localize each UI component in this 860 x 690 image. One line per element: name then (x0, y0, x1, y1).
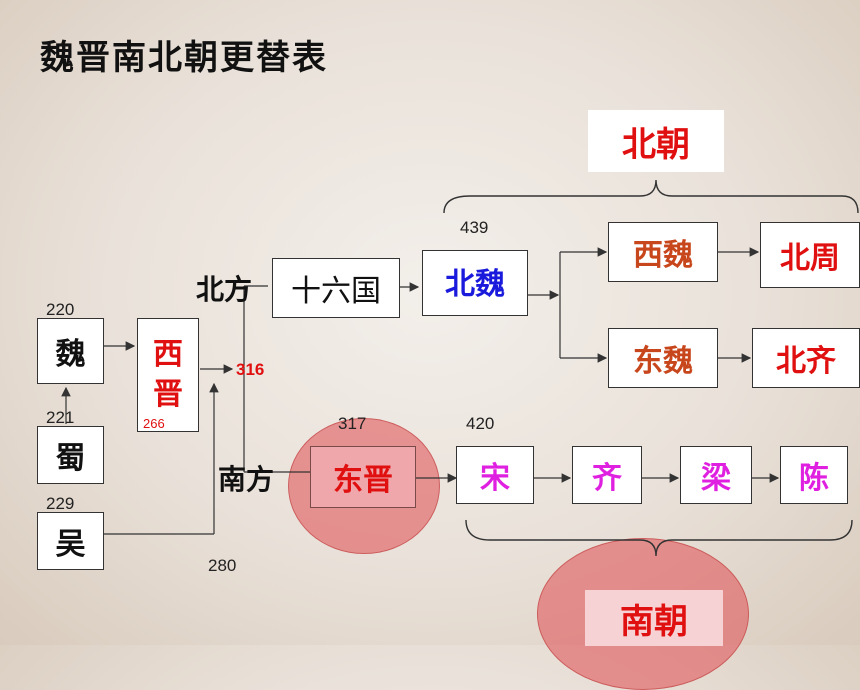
state-wei: 魏 (37, 318, 104, 384)
beichao-label: 北朝 (588, 110, 724, 172)
state-xijin-char1: 西 (153, 337, 183, 372)
year-beiwei: 439 (460, 218, 489, 237)
year-dongjin: 317 (338, 414, 367, 433)
state-chen: 陈 (780, 446, 848, 504)
state-wu: 吴 (37, 512, 104, 570)
year-xijin: 266 (143, 416, 165, 431)
year-song: 420 (466, 414, 495, 433)
year-wu-end: 280 (208, 556, 237, 575)
state-liang: 梁 (680, 446, 752, 504)
state-shu: 蜀 (37, 426, 104, 484)
state-shiliuguo: 十六国 (272, 258, 400, 318)
state-beiwei: 北魏 (422, 250, 528, 316)
state-xiwei: 西魏 (608, 222, 718, 282)
state-dongjin: 东晋 (310, 446, 416, 508)
year-shu: 221 (46, 408, 75, 427)
state-beizhou: 北周 (760, 222, 860, 288)
north-region-label: 北方 (196, 273, 253, 306)
page-title: 魏晋南北朝更替表 (40, 38, 328, 78)
nanchao-label: 南朝 (585, 590, 723, 646)
state-xijin-char2: 晋 (153, 377, 183, 412)
state-qi: 齐 (572, 446, 642, 504)
state-beiqi: 北齐 (752, 328, 860, 388)
year-wu: 229 (46, 494, 75, 513)
state-xijin: 西 晋 (137, 318, 199, 432)
state-song: 宋 (456, 446, 534, 504)
connector-lines (61, 179, 859, 557)
year-xijin-end: 316 (236, 360, 265, 379)
year-wei: 220 (46, 300, 75, 319)
south-region-label: 南方 (218, 463, 275, 496)
state-dongwei: 东魏 (608, 328, 718, 388)
